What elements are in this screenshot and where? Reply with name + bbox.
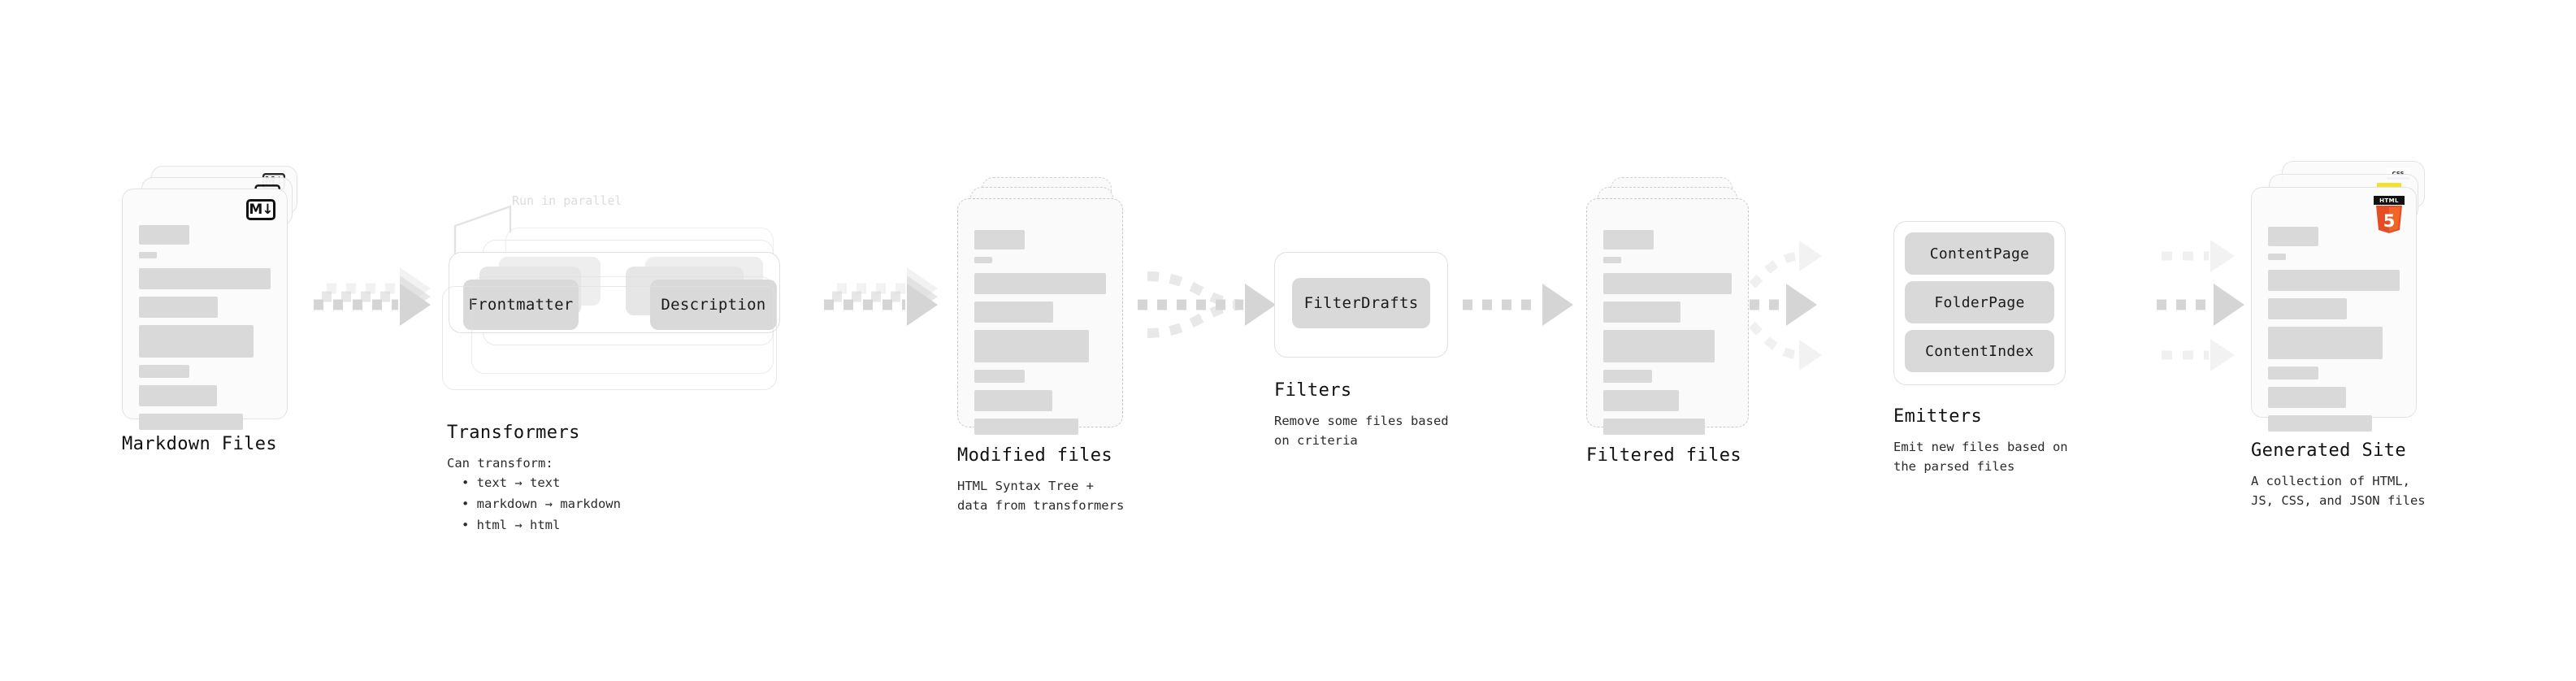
modified-doc-stack xyxy=(957,177,1136,437)
arrow-filters-to-filtered xyxy=(1463,284,1573,326)
arrow-modified-to-filters xyxy=(1138,271,1276,338)
label-run-in-parallel: Run in parallel xyxy=(512,193,622,208)
emitters-pill-contentpage[interactable]: ContentPage xyxy=(1905,232,2054,275)
label-generated-site: Generated Site xyxy=(2251,440,2407,461)
stage-transformers: Frontmatter Description Run in parallel … xyxy=(442,193,830,532)
arrow-emitters-to-site xyxy=(2157,240,2244,371)
site-caption-line-2: JS, CSS, and JSON files xyxy=(2251,493,2426,508)
filters-caption-line-2: on criteria xyxy=(1274,433,1358,448)
emitters-caption-line-1: Emit new files based on xyxy=(1893,440,2068,454)
stage-filtered-files: Filtered files xyxy=(1586,177,1765,466)
modified-skeleton xyxy=(974,230,1106,442)
transformers-caption-item-0: • text → text xyxy=(462,475,561,490)
modified-doc-front[interactable] xyxy=(957,198,1123,435)
arrow-transformers-to-modified xyxy=(824,267,938,326)
modified-caption-line-2: data from transformers xyxy=(957,498,1125,513)
label-filtered-files: Filtered files xyxy=(1586,445,1742,466)
arrow-markdown-to-transformers xyxy=(314,267,431,326)
stage-generated-site: CSS HTML 5 xyxy=(2251,161,2438,508)
site-skeleton xyxy=(2268,227,2400,439)
filters-pill-filterdrafts[interactable]: FilterDrafts xyxy=(1292,278,1430,328)
emitters-pill-folderpage[interactable]: FolderPage xyxy=(1905,281,2054,323)
filtered-skeleton xyxy=(1603,230,1732,442)
transformers-caption-item-1: • markdown → markdown xyxy=(462,497,621,511)
site-caption-line-1: A collection of HTML, xyxy=(2251,474,2410,488)
markdown-skeleton xyxy=(139,225,271,437)
svg-text:5: 5 xyxy=(2383,211,2396,231)
filtered-doc-front[interactable] xyxy=(1586,198,1749,435)
label-emitters: Emitters xyxy=(1893,406,1983,427)
label-filters: Filters xyxy=(1274,380,1352,401)
label-markdown-files: Markdown Files xyxy=(122,434,278,454)
stage-modified-files: Modified files HTML Syntax Tree + data f… xyxy=(957,177,1136,513)
site-doc-stack: CSS HTML 5 xyxy=(2251,161,2438,432)
markdown-doc-front[interactable]: M↓ xyxy=(122,189,288,430)
transformers-caption-item-2: • html → html xyxy=(462,518,561,532)
filters-caption-line-1: Remove some files based xyxy=(1274,414,1449,428)
filtered-doc-stack xyxy=(1586,177,1765,437)
transformer-pill-description[interactable]: Description xyxy=(650,280,777,330)
emitters-caption-line-2: the parsed files xyxy=(1893,459,2015,474)
transformer-frame-bottom-2 xyxy=(442,286,777,390)
transformers-caption-heading: Can transform: xyxy=(447,456,553,471)
markdown-doc-stack: M↓ M↓ M↓ xyxy=(122,166,309,430)
emitters-pill-contentindex[interactable]: ContentIndex xyxy=(1905,330,2054,372)
label-transformers: Transformers xyxy=(447,423,580,443)
html5-badge-label: HTML xyxy=(2374,196,2405,205)
html5-badge: HTML 5 xyxy=(2374,196,2405,233)
site-doc-html[interactable]: HTML 5 xyxy=(2251,187,2417,432)
label-modified-files: Modified files xyxy=(957,445,1113,466)
modified-caption-line-1: HTML Syntax Tree + xyxy=(957,479,1094,493)
stage-markdown-files: M↓ M↓ M↓ Markdown Files xyxy=(122,166,309,454)
markdown-badge: M↓ xyxy=(246,199,275,220)
transformer-frame-bottom-1 xyxy=(471,276,774,374)
